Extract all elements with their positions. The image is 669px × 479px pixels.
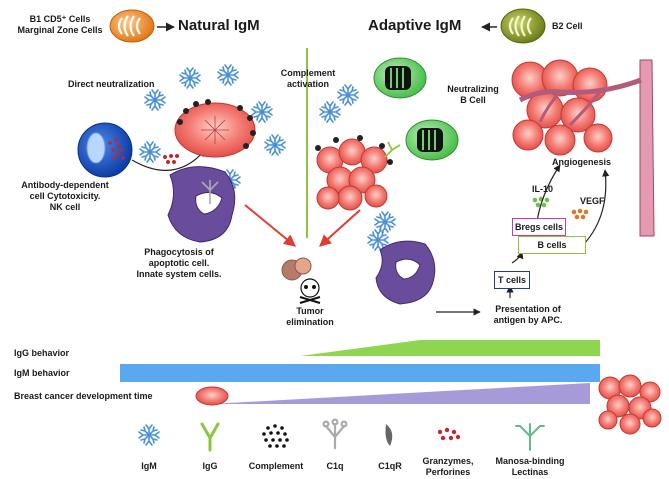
c1q-icon bbox=[201, 180, 219, 204]
igm-behavior-bar bbox=[120, 364, 600, 382]
tumor-cell bbox=[174, 99, 256, 158]
igm-antibody bbox=[217, 64, 239, 86]
igg-icon bbox=[200, 422, 220, 452]
phagocytosis-line-3: Innate system cells. bbox=[136, 269, 222, 279]
b2-cell-label: B2 Cell bbox=[552, 21, 583, 31]
legend-mbl-line-2: Lectinas bbox=[511, 467, 549, 477]
igm-antibody bbox=[144, 89, 166, 111]
legend-igm-label: IgM bbox=[141, 461, 157, 471]
marginal-zone-text: Marginal Zone Cells bbox=[17, 25, 103, 35]
presentation-label: Presentation of antigen by APC. bbox=[478, 304, 578, 326]
tumor-elimination-label: Tumor elimination bbox=[270, 306, 350, 328]
breast-cancer-bar bbox=[210, 383, 590, 404]
b-cell-text: B Cell bbox=[460, 95, 486, 105]
il10-label: IL-10 bbox=[532, 184, 554, 194]
b1-cell-icon bbox=[109, 9, 155, 43]
complement-arrow bbox=[319, 209, 361, 247]
neutralizing-b-cell-label: Neutralizing B Cell bbox=[438, 84, 508, 106]
granzymes-icon bbox=[437, 427, 461, 441]
vegf-cytokines bbox=[571, 208, 589, 220]
igg-behavior-bar bbox=[300, 340, 600, 356]
early-tumor-icon bbox=[195, 386, 229, 406]
adcc-line-2: cell Cytotoxicity. bbox=[29, 191, 101, 201]
igm-antibody bbox=[139, 141, 161, 163]
igm-antibody bbox=[251, 101, 273, 123]
breast-cancer-label: Breast cancer development time bbox=[14, 391, 153, 401]
skull-icon bbox=[281, 257, 321, 304]
angiogenesis-label: Angiogenesis bbox=[552, 157, 612, 167]
t-cells-box: T cells bbox=[494, 271, 530, 289]
late-tumor-icon bbox=[598, 374, 662, 435]
bregs-cells-box: Bregs cells bbox=[512, 218, 566, 236]
phagocytosis-label: Phagocytosis of apoptotic cell. Innate s… bbox=[124, 247, 234, 280]
b1-cells-text: B1 CD5⁺ Cells bbox=[29, 14, 91, 24]
adcc-arrow bbox=[131, 149, 206, 171]
granzymes-released bbox=[163, 154, 179, 164]
phagocytosis-arrow bbox=[244, 204, 296, 247]
activation-text: activation bbox=[286, 79, 329, 89]
complement-icon bbox=[262, 424, 289, 448]
legend-mbl-line-1: Manosa-binding bbox=[495, 456, 565, 466]
adcc-label: Antibody-dependent cell Cytotoxicity. NK… bbox=[10, 180, 120, 213]
igm-behavior-label: IgM behavior bbox=[14, 368, 70, 378]
adcc-line-1: Antibody-dependent bbox=[21, 180, 109, 190]
adaptive-igm-title: Adaptive IgM bbox=[368, 17, 462, 34]
tumor-text: Tumor bbox=[296, 306, 324, 316]
b-cells-box: B cells bbox=[518, 236, 586, 254]
igg-antibody bbox=[384, 141, 401, 158]
b2-cell-icon bbox=[500, 8, 546, 44]
igm-icon bbox=[138, 424, 160, 446]
legend-c1q-label: C1q bbox=[326, 461, 344, 471]
legend-complement-label: Complement bbox=[248, 461, 304, 471]
c1q-icon bbox=[322, 418, 348, 450]
legend-granzymes-label: Granzymes, Perforines bbox=[408, 456, 488, 478]
angiogenesis-tumor bbox=[511, 59, 613, 156]
natural-igm-title: Natural IgM bbox=[178, 17, 260, 34]
blood-vessel bbox=[518, 59, 655, 237]
igm-antibody bbox=[264, 134, 286, 156]
macrophage-left bbox=[167, 166, 236, 243]
direct-neutralization-label: Direct neutralization bbox=[68, 79, 155, 89]
phagocytosis-line-2: apoptotic cell. bbox=[148, 258, 210, 268]
legend-igg-label: IgG bbox=[202, 461, 218, 471]
presentation-line-2: antigen by APC. bbox=[493, 315, 563, 325]
complement-activation-label: Complement activation bbox=[258, 68, 358, 90]
mbl-icon bbox=[515, 423, 545, 451]
legend-granzymes-line-2: Perforines bbox=[425, 467, 471, 477]
tumor-cluster bbox=[315, 135, 393, 211]
nk-cell bbox=[77, 122, 133, 178]
igm-antibody bbox=[374, 211, 396, 233]
legend-c1qr-label: C1qR bbox=[378, 461, 402, 471]
legend-mbl-label: Manosa-binding Lectinas bbox=[490, 456, 570, 478]
phagocytosis-line-1: Phagocytosis of bbox=[144, 247, 214, 257]
legend-granzymes-line-1: Granzymes, bbox=[422, 456, 474, 466]
adcc-line-3: NK cell bbox=[49, 202, 81, 212]
neutralizing-text: Neutralizing bbox=[447, 84, 499, 94]
neutralizing-b-cell-bottom bbox=[405, 119, 459, 161]
elimination-text: elimination bbox=[286, 317, 334, 327]
bcells-to-angiogenesis-arrow bbox=[583, 169, 610, 245]
b1-cells-label: B1 CD5⁺ Cells Marginal Zone Cells bbox=[10, 14, 110, 36]
vegf-label: VEGF bbox=[580, 196, 605, 206]
macrophage-right bbox=[375, 240, 436, 305]
complement-text: Complement bbox=[280, 68, 336, 78]
c1qr-icon bbox=[385, 424, 393, 446]
neutralizing-b-cell-top bbox=[373, 57, 427, 99]
igm-antibody bbox=[179, 67, 201, 89]
il10-cytokines bbox=[532, 196, 550, 208]
presentation-line-1: Presentation of bbox=[495, 304, 561, 314]
igm-antibody bbox=[319, 101, 341, 123]
igg-behavior-label: IgG behavior bbox=[14, 348, 70, 358]
